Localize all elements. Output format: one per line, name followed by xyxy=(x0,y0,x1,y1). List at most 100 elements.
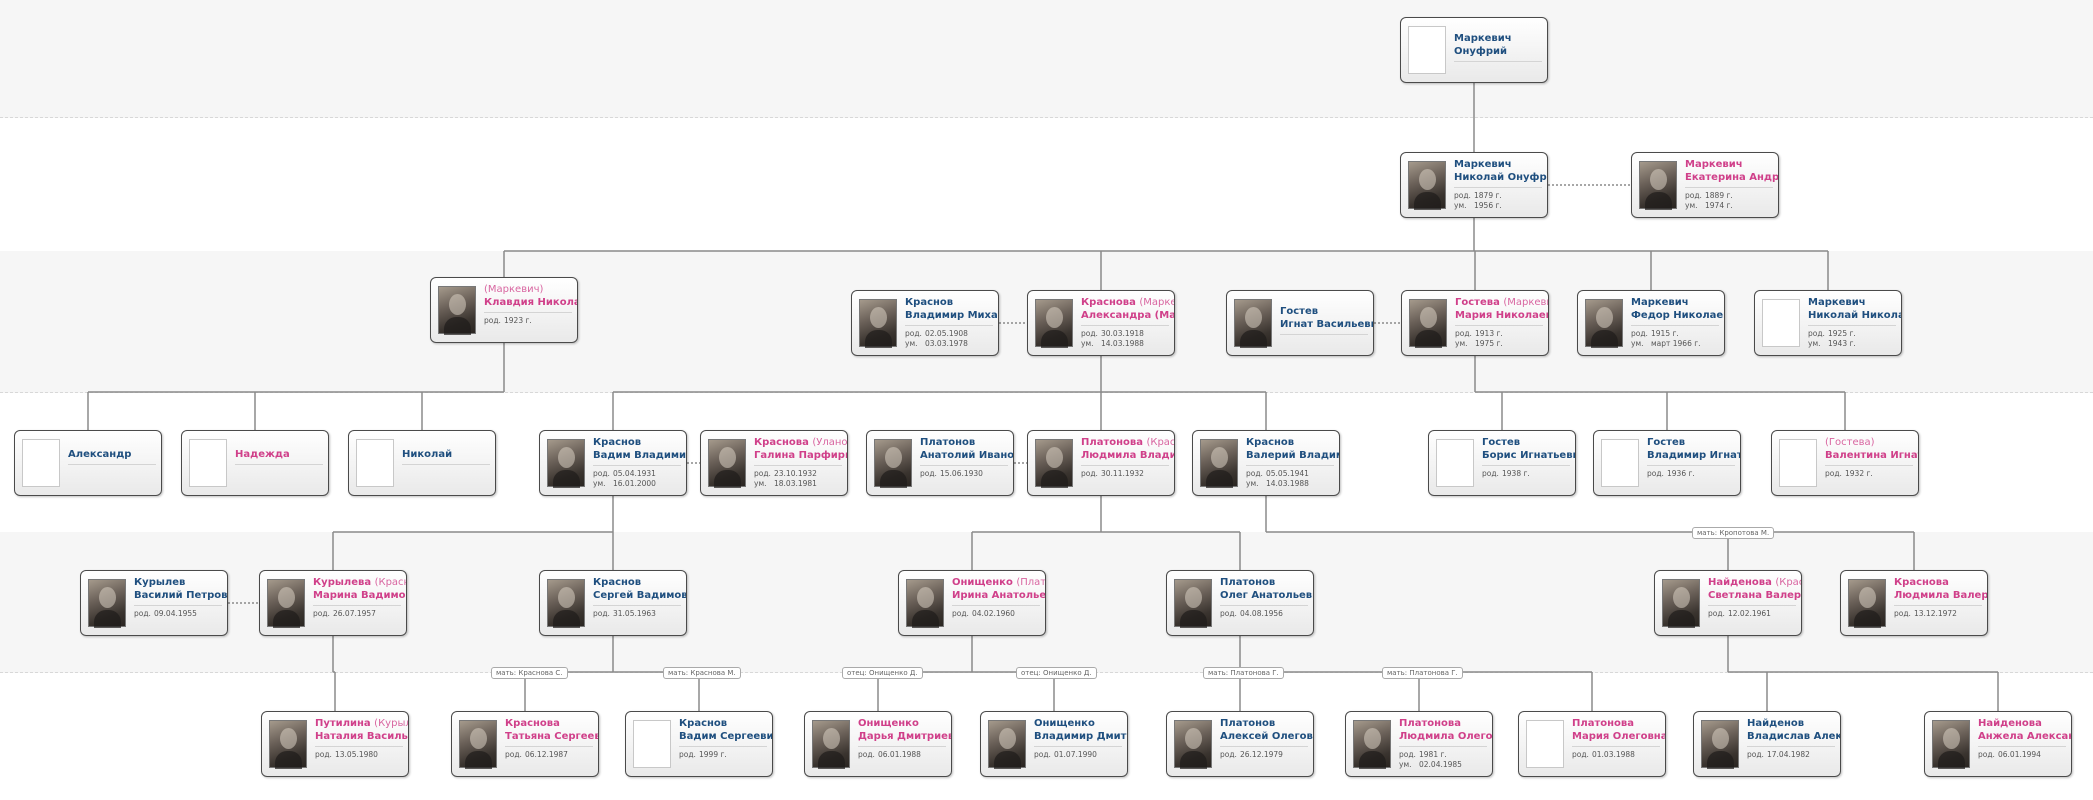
person-card-irina[interactable]: Онищенко (Платонова)Ирина Анатольевнарод… xyxy=(898,570,1046,636)
person-card-klavdiya[interactable]: (Маркевич)Клавдия Николаевнарод.1923 г. xyxy=(430,277,578,343)
person-card-nadezhda[interactable]: Надежда xyxy=(181,430,329,496)
life-dates: род.1923 г. xyxy=(484,316,577,326)
name-divider xyxy=(754,465,842,466)
parent-tag[interactable]: мать: Краснова М. xyxy=(663,667,741,679)
date-value: 02.05.1908 xyxy=(925,329,968,338)
date-row: ум.02.04.1985 xyxy=(1399,760,1492,770)
parent-tag[interactable]: отец: Онищенко Д. xyxy=(842,667,923,679)
parent-tag[interactable]: мать: Краснова С. xyxy=(491,667,568,679)
surname-text: Найденова xyxy=(1708,577,1772,588)
life-dates: род.15.06.1930 xyxy=(920,469,1013,479)
person-given-name: Олег Анатольевич xyxy=(1220,590,1313,601)
surname-text: Онищенко xyxy=(858,718,919,729)
photo-placeholder-icon xyxy=(1779,439,1817,487)
person-card-galina[interactable]: Краснова (Уланова)Галина Парфирьевнарод.… xyxy=(700,430,848,496)
name-divider xyxy=(1708,605,1796,606)
surname-text: Краснов xyxy=(679,718,728,729)
date-label: род. xyxy=(1808,329,1825,338)
person-card-nataliya[interactable]: Путилина (Курылева)Наталия Васильевнарод… xyxy=(261,711,409,777)
surname-text: Гостев xyxy=(1280,306,1319,317)
person-card-nikolay[interactable]: Николай xyxy=(348,430,496,496)
generation-band-1 xyxy=(0,0,2093,118)
date-row: род.15.06.1930 xyxy=(920,469,1013,479)
date-value: 18.03.1981 xyxy=(774,479,817,488)
person-surname: Краснов xyxy=(593,576,686,589)
person-card-svetlana[interactable]: Найденова (Краснова)Светлана Валерьевнар… xyxy=(1654,570,1802,636)
person-card-aleksandra[interactable]: Краснова (Маркевич)Александра (Маркевич)… xyxy=(1027,290,1175,356)
parent-tag[interactable]: мать: Кропотова М. xyxy=(1692,527,1775,539)
date-label: род. xyxy=(1455,329,1472,338)
date-value: 1889 г. xyxy=(1705,191,1733,200)
person-info: Краснова (Маркевич)Александра (Маркевич)… xyxy=(1081,296,1174,349)
person-card-lyudmila_v[interactable]: Платонова (Краснова)Людмила Владимировна… xyxy=(1027,430,1175,496)
person-given-name: Людмила Олеговна xyxy=(1399,731,1492,742)
surname-text: Маркевич xyxy=(1454,159,1512,170)
person-info: Гостева (Маркевич)Мария Николаевнарод.19… xyxy=(1455,296,1548,349)
person-given-name: Николай Онуфриевич xyxy=(1454,172,1547,183)
name-divider xyxy=(1978,746,2066,747)
date-row: ум.1943 г. xyxy=(1808,339,1901,349)
maiden-name: (Платонова) xyxy=(1016,577,1045,588)
person-photo xyxy=(1639,161,1677,210)
parent-tag[interactable]: отец: Онищенко Д. xyxy=(1016,667,1097,679)
person-surname: Платонова xyxy=(1572,717,1665,730)
parent-tag[interactable]: мать: Платонова Г. xyxy=(1382,667,1463,679)
life-dates: род.13.12.1972 xyxy=(1894,609,1987,619)
photo-placeholder-icon xyxy=(1526,720,1564,768)
date-row: ум.18.03.1981 xyxy=(754,479,847,489)
name-divider xyxy=(68,464,156,465)
person-card-marina[interactable]: Курылева (Краснова)Марина Вадимовнарод.2… xyxy=(259,570,407,636)
life-dates: род.1889 г.ум.1974 г. xyxy=(1685,191,1778,211)
date-row: род.06.12.1987 xyxy=(505,750,598,760)
date-label: род. xyxy=(905,329,922,338)
person-photo xyxy=(269,720,307,769)
date-label: род. xyxy=(1685,191,1702,200)
name-divider xyxy=(235,464,323,465)
life-dates: род.04.02.1960 xyxy=(952,609,1045,619)
person-photo xyxy=(1932,720,1970,769)
person-card-mariya_n[interactable]: Гостева (Маркевич)Мария Николаевнарод.19… xyxy=(1401,290,1549,356)
person-card-valentina[interactable]: (Гостева)Валентина Игнатьевнарод.1932 г. xyxy=(1771,430,1919,496)
surname-text: Онищенко xyxy=(952,577,1013,588)
photo-placeholder-icon xyxy=(189,439,227,487)
name-divider xyxy=(952,605,1040,606)
parent-tag[interactable]: мать: Платонова Г. xyxy=(1203,667,1284,679)
person-photo xyxy=(1174,720,1212,769)
person-card-aleksandr[interactable]: Александр xyxy=(14,430,162,496)
date-label: ум. xyxy=(905,339,918,348)
name-divider xyxy=(920,465,1008,466)
photo-placeholder-icon xyxy=(356,439,394,487)
person-surname: Маркевич xyxy=(1454,32,1547,45)
date-row: род.06.01.1988 xyxy=(858,750,951,760)
